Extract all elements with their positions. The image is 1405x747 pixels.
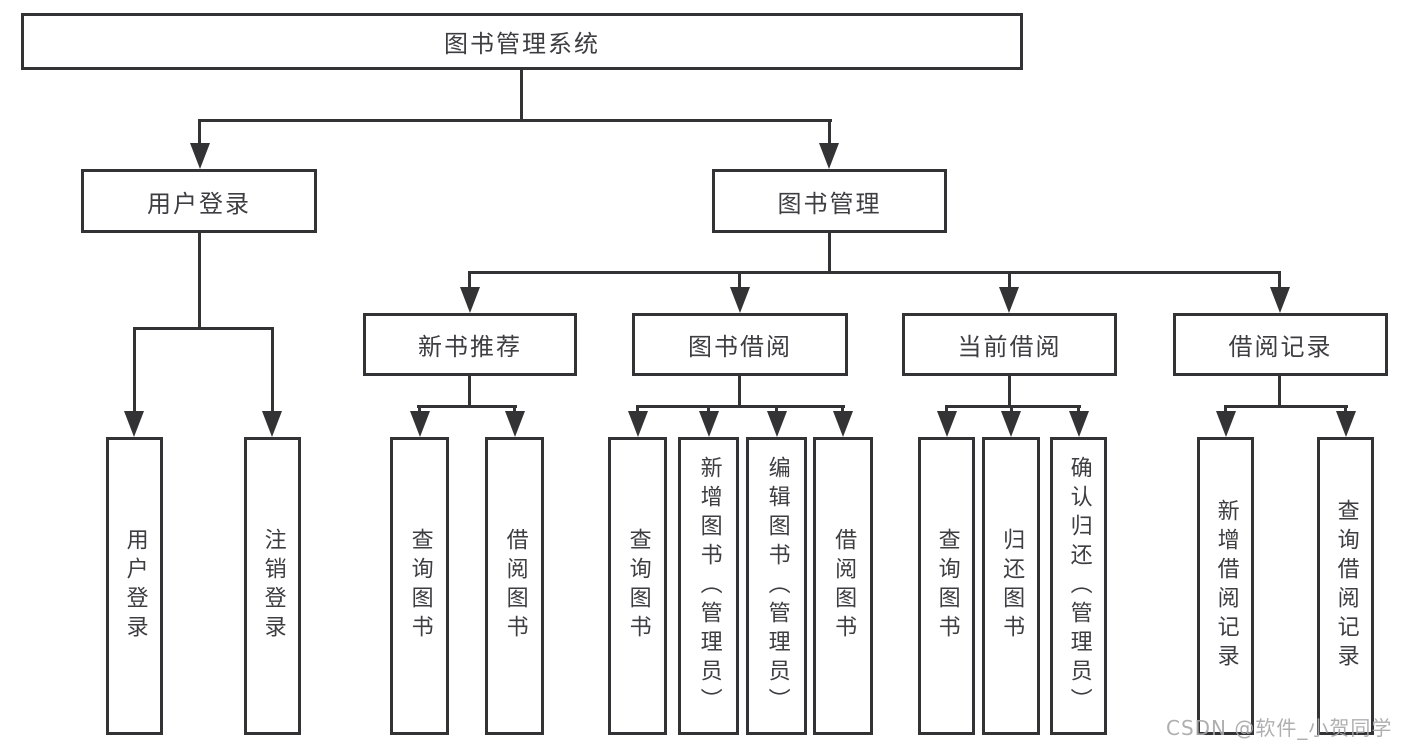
node-book-borrow: 图书借阅 [632, 313, 848, 376]
leaf-recommend-query-books: 查询图书 [390, 437, 449, 735]
node-borrow-records-label: 借阅记录 [1228, 333, 1333, 361]
arrow-down-icon [460, 287, 480, 313]
arrow-down-icon [124, 411, 144, 437]
leaf-current-query-books-label: 查询图书 [934, 528, 960, 644]
node-library-system-label: 图书管理系统 [444, 30, 600, 58]
arrow-down-icon [1216, 411, 1236, 437]
connector [1278, 271, 1281, 293]
node-user-login: 用户登录 [81, 169, 317, 233]
arrow-down-icon [1270, 287, 1290, 313]
connector [1008, 271, 1011, 293]
node-borrow-records: 借阅记录 [1173, 313, 1388, 376]
leaf-borrow-add-books-admin: 新增图书（管理员） [678, 437, 739, 735]
leaf-current-confirm-return-admin-label: 确认归还（管理员） [1066, 455, 1092, 717]
node-book-management-label: 图书管理 [777, 189, 882, 218]
arrow-down-icon [999, 287, 1019, 313]
arrow-down-icon [833, 411, 853, 437]
connector [1278, 374, 1281, 407]
leaf-user-login: 用户登录 [106, 437, 163, 735]
leaf-records-query-record-label: 查询借阅记录 [1333, 499, 1359, 673]
arrow-down-icon [505, 411, 525, 437]
arrow-down-icon [262, 411, 282, 437]
connector [738, 271, 741, 293]
connector [417, 405, 517, 408]
leaf-borrow-borrow-books-label: 借阅图书 [831, 528, 857, 644]
connector [636, 405, 845, 408]
connector [1224, 405, 1348, 408]
leaf-borrow-add-books-admin-label: 新增图书（管理员） [696, 455, 722, 717]
connector [198, 231, 201, 328]
leaf-borrow-query-books-label: 查询图书 [625, 528, 651, 644]
connector [468, 374, 471, 407]
connector [520, 68, 523, 120]
leaf-logout: 注销登录 [244, 437, 301, 735]
arrow-down-icon [819, 143, 839, 169]
csdn-watermark: CSDN @软件_小贺同学 [1166, 716, 1393, 740]
connector [468, 271, 471, 293]
leaf-current-query-books: 查询图书 [918, 437, 975, 735]
arrow-down-icon [190, 143, 210, 169]
arrow-down-icon [767, 411, 787, 437]
arrow-down-icon [628, 411, 648, 437]
node-new-book-recommend-label: 新书推荐 [418, 333, 522, 361]
leaf-records-add-record: 新增借阅记录 [1197, 437, 1254, 735]
node-book-borrow-label: 图书借阅 [688, 333, 792, 361]
leaf-borrow-edit-books-admin-label: 编辑图书（管理员） [764, 455, 790, 717]
connector [271, 327, 274, 413]
connector [133, 327, 136, 413]
arrow-down-icon [1001, 411, 1021, 437]
node-user-login-label: 用户登录 [147, 189, 251, 218]
connector [133, 327, 274, 330]
arrow-down-icon [1336, 411, 1356, 437]
connector [198, 119, 201, 149]
leaf-current-return-books-label: 归还图书 [999, 528, 1025, 644]
leaf-recommend-borrow-books-label: 借阅图书 [502, 528, 528, 644]
leaf-recommend-query-books-label: 查询图书 [407, 528, 433, 644]
node-current-borrow: 当前借阅 [902, 313, 1117, 376]
connector [468, 271, 1281, 274]
connector [945, 405, 1081, 408]
arrow-down-icon [699, 411, 719, 437]
arrow-down-icon [730, 287, 750, 313]
arrow-down-icon [410, 411, 430, 437]
leaf-records-add-record-label: 新增借阅记录 [1213, 499, 1239, 673]
leaf-borrow-borrow-books: 借阅图书 [813, 437, 873, 735]
leaf-records-query-record: 查询借阅记录 [1317, 437, 1374, 735]
leaf-current-confirm-return-admin: 确认归还（管理员） [1050, 437, 1107, 735]
connector [1008, 374, 1011, 407]
node-new-book-recommend: 新书推荐 [363, 313, 577, 376]
leaf-current-return-books: 归还图书 [982, 437, 1040, 735]
node-book-management: 图书管理 [712, 169, 947, 233]
connector [828, 119, 831, 149]
leaf-recommend-borrow-books: 借阅图书 [485, 437, 544, 735]
arrow-down-icon [1069, 411, 1089, 437]
connector [198, 119, 832, 122]
leaf-logout-label: 注销登录 [260, 528, 286, 644]
node-library-system: 图书管理系统 [21, 13, 1023, 70]
leaf-borrow-edit-books-admin: 编辑图书（管理员） [746, 437, 807, 735]
leaf-user-login-label: 用户登录 [122, 528, 148, 644]
connector [738, 374, 741, 407]
node-current-borrow-label: 当前借阅 [957, 333, 1062, 361]
leaf-borrow-query-books: 查询图书 [608, 437, 667, 735]
connector [828, 231, 831, 273]
arrow-down-icon [937, 411, 957, 437]
